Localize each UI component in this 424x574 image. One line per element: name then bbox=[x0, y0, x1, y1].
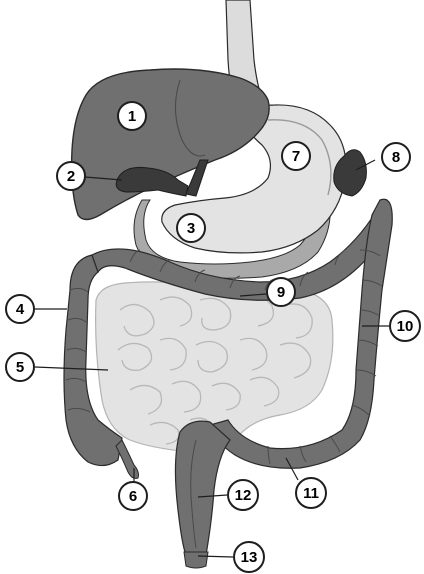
label-11-text: 11 bbox=[303, 485, 319, 502]
label-7: 7 bbox=[282, 142, 310, 170]
label-5-text: 5 bbox=[16, 359, 24, 376]
label-12-text: 12 bbox=[235, 487, 252, 504]
label-11: 11 bbox=[296, 478, 326, 508]
label-4-text: 4 bbox=[16, 301, 25, 318]
label-1: 1 bbox=[118, 102, 146, 130]
label-10-text: 10 bbox=[397, 318, 414, 335]
label-1-text: 1 bbox=[128, 108, 136, 125]
label-6-text: 6 bbox=[129, 488, 137, 505]
label-3: 3 bbox=[177, 214, 205, 242]
label-5: 5 bbox=[6, 353, 34, 381]
label-2: 2 bbox=[57, 162, 85, 190]
appendix bbox=[116, 440, 139, 478]
label-12: 12 bbox=[228, 480, 258, 510]
label-9-text: 9 bbox=[277, 284, 285, 301]
rectum bbox=[175, 421, 230, 555]
label-4: 4 bbox=[6, 295, 34, 323]
label-7-text: 7 bbox=[292, 148, 300, 165]
label-8: 8 bbox=[382, 143, 410, 171]
label-8-text: 8 bbox=[392, 149, 400, 166]
anus bbox=[184, 552, 208, 568]
label-6: 6 bbox=[119, 482, 147, 510]
label-9: 9 bbox=[267, 278, 295, 306]
label-10: 10 bbox=[390, 311, 420, 341]
label-2-text: 2 bbox=[67, 168, 75, 185]
label-13: 13 bbox=[234, 542, 264, 572]
label-13-text: 13 bbox=[241, 549, 258, 566]
label-3-text: 3 bbox=[187, 220, 195, 237]
